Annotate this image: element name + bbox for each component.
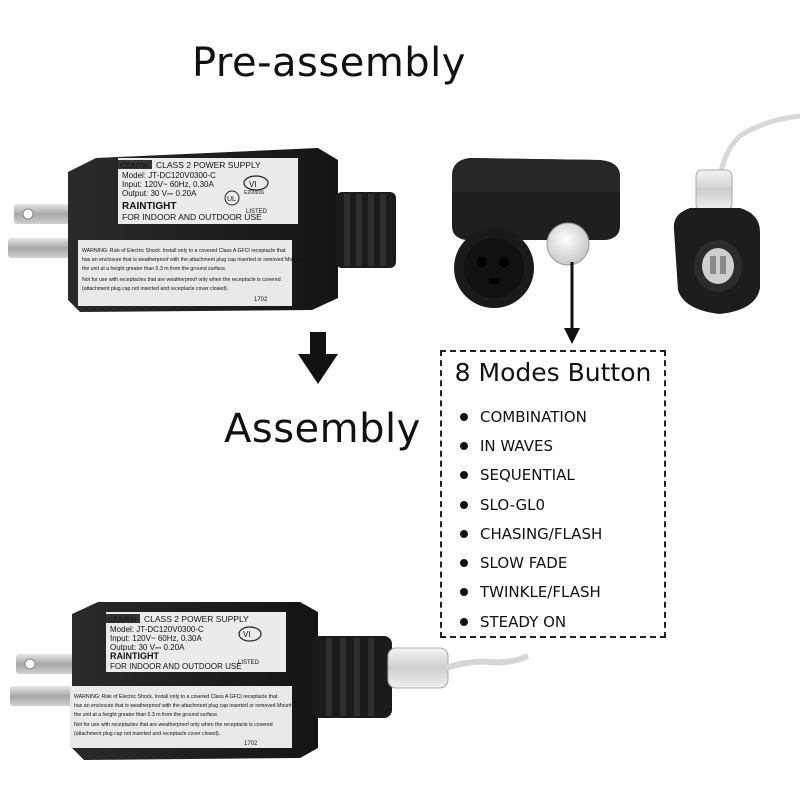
- type-text: CLASS 2 POWER SUPPLY: [144, 614, 249, 624]
- down-arrow-icon: [298, 332, 338, 384]
- mode-label: SLO-GL0: [480, 495, 546, 514]
- mode-item: STEADY ON: [460, 607, 602, 636]
- prong-hole: [24, 658, 36, 670]
- bullet-icon: [460, 471, 468, 480]
- bullet-icon: [460, 559, 468, 568]
- warning-line: WARNING: Risk of Electric Shock. Install…: [74, 694, 278, 700]
- listed-text: LISTED: [238, 660, 260, 666]
- threaded-connector: [336, 192, 396, 268]
- input-text: Input: 120V~ 60Hz, 0.30A: [122, 180, 215, 189]
- plug-prong: [10, 686, 78, 706]
- mode-item: SLO-GL0: [460, 490, 602, 519]
- mode-label: SEQUENTIAL: [480, 466, 575, 485]
- bullet-icon: [460, 412, 468, 421]
- code-text: 1702: [244, 741, 258, 747]
- warning-line: Not for use with receptacles that are we…: [82, 277, 281, 283]
- assembly-heading: Assembly: [224, 406, 421, 452]
- mode-label: CHASING/FLASH: [480, 524, 603, 543]
- mode-item: TWINKLE/FLASH: [460, 578, 602, 607]
- bullet-icon: [460, 588, 468, 597]
- output-text: Output: 30 V⎓ 0.20A: [122, 189, 197, 198]
- mode-item: IN WAVES: [460, 431, 602, 460]
- mode-label: SLOW FADE: [480, 554, 568, 573]
- bullet-icon: [460, 529, 468, 538]
- adapter-pre-assembly: CZJUTAI CLASS 2 POWER SUPPLY Model: JT-D…: [8, 148, 396, 312]
- light-string-connector: [673, 113, 800, 314]
- brand-text: CZJUTAI: [108, 617, 136, 624]
- bullet-icon: [460, 500, 468, 509]
- output-text: Output: 30 V⎓ 0.20A: [110, 643, 185, 652]
- type-text: CLASS 2 POWER SUPPLY: [156, 160, 261, 170]
- mode-label: IN WAVES: [480, 436, 553, 455]
- listed-text: LISTED: [246, 209, 268, 215]
- raintight-text: RAINTIGHT: [122, 201, 176, 212]
- mode-item: CHASING/FLASH: [460, 519, 602, 548]
- code-text: 1702: [254, 297, 268, 303]
- warning-line: has an enclosure that is weatherproof wi…: [74, 703, 292, 709]
- indoor-outdoor-text: FOR INDOOR AND OUTDOOR USE: [122, 212, 262, 222]
- svg-text:UL: UL: [227, 196, 236, 203]
- brand-text: CZJUTAI: [120, 163, 148, 170]
- mode-item: COMBINATION: [460, 402, 602, 431]
- warning-line: the unit at a height greater than 0.3 m …: [74, 712, 218, 718]
- mode-item: SLOW FADE: [460, 548, 602, 577]
- warning-label: [78, 240, 292, 306]
- warning-line: (attachment plug cap not inserted and re…: [82, 286, 228, 292]
- warning-line: Not for use with receptacles that are we…: [74, 722, 273, 728]
- prong-hole: [22, 208, 34, 220]
- pre-assembly-heading: Pre-assembly: [192, 40, 466, 86]
- bullet-icon: [460, 441, 468, 450]
- plug-prong: [8, 238, 76, 258]
- mode-item: SEQUENTIAL: [460, 461, 602, 490]
- pointer-arrow-icon: [564, 262, 580, 344]
- mode-label: COMBINATION: [480, 407, 587, 426]
- model-text: Model: JT-DC120V0300-C: [122, 171, 216, 180]
- raintight-text: RAINTIGHT: [110, 651, 159, 661]
- adapter-assembled: CZJUTAI CLASS 2 POWER SUPPLY Model: JT-D…: [10, 602, 530, 760]
- indoor-outdoor-text: FOR INDOOR AND OUTDOOR USE: [110, 662, 242, 671]
- model-text: Model: JT-DC120V0300-C: [110, 625, 204, 634]
- input-text: Input: 120V~ 60Hz, 0.30A: [110, 634, 203, 643]
- warning-line: (attachment plug cap not inserted and re…: [74, 731, 220, 737]
- modes-title: 8 Modes Button: [454, 358, 652, 387]
- warning-line: WARNING: Risk of Electric Shock. Install…: [82, 248, 286, 254]
- mode-button[interactable]: [546, 222, 590, 266]
- warning-line: the unit at a height greater than 0.3 m …: [82, 266, 226, 272]
- vi-cert-icon: VI: [243, 630, 251, 639]
- warning-line: has an enclosure that is weatherproof wi…: [82, 257, 300, 263]
- modes-panel: 8 Modes Button COMBINATION IN WAVES SEQU…: [440, 350, 666, 638]
- mode-label: STEADY ON: [480, 612, 567, 631]
- bullet-icon: [460, 617, 468, 626]
- modes-list: COMBINATION IN WAVES SEQUENTIAL SLO-GL0 …: [460, 402, 602, 636]
- vi-cert-icon: VI: [249, 180, 257, 189]
- mode-label: TWINKLE/FLASH: [480, 583, 601, 602]
- cert-number: E200916: [244, 190, 264, 196]
- controller-box: [452, 158, 620, 308]
